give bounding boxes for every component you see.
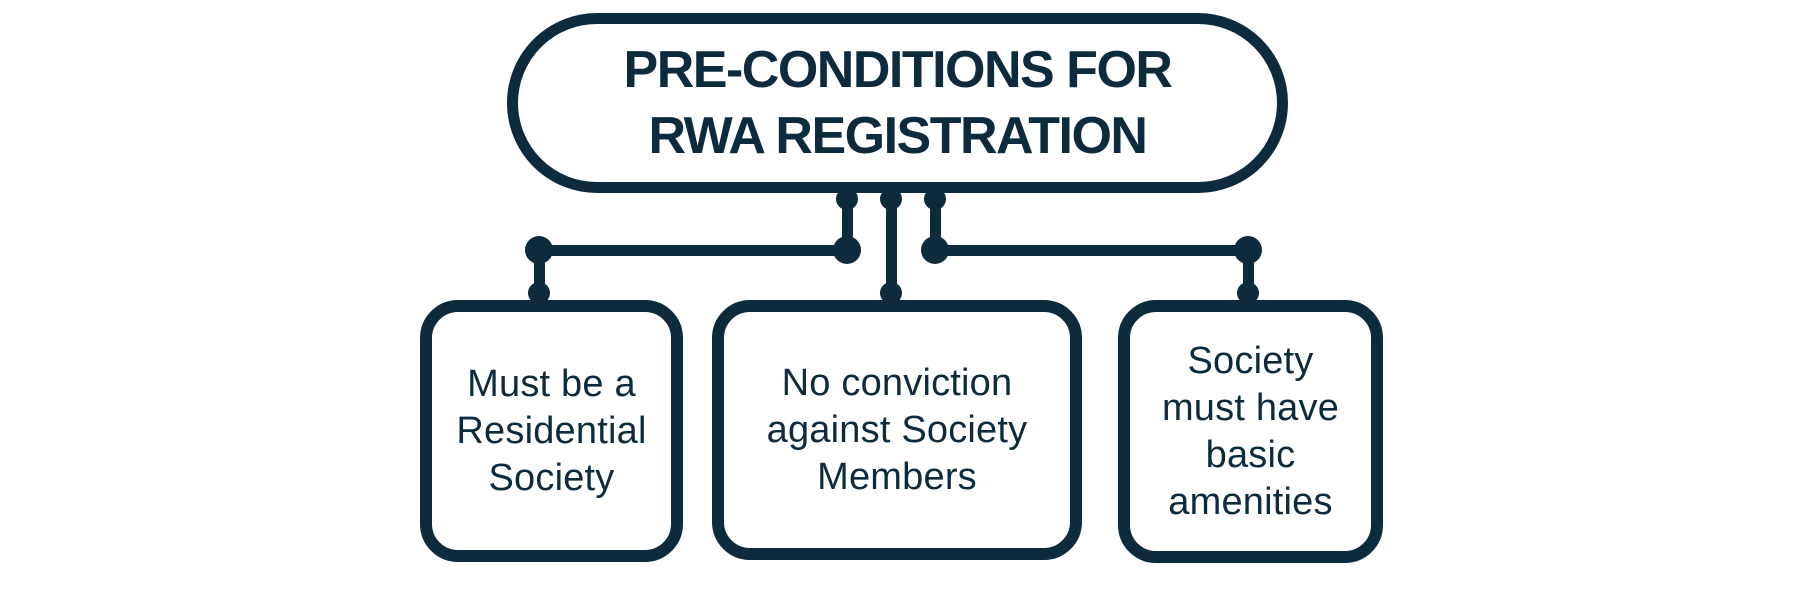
connector-dot-icon	[836, 188, 858, 210]
connector-stub-center	[886, 188, 897, 306]
junction-dot-icon	[921, 236, 949, 264]
connector-dot-icon	[880, 282, 902, 304]
connector-dot-icon	[528, 282, 550, 304]
condition-card-label: Must be a Residential Society	[456, 362, 647, 499]
connector-rail-left	[539, 245, 847, 256]
connector-dot-icon	[1237, 282, 1259, 304]
junction-dot-icon	[833, 236, 861, 264]
condition-card-basic-amenities: Society must have basic amenities	[1118, 300, 1383, 563]
connector-stub-right	[930, 188, 941, 256]
condition-card-residential-society: Must be a Residential Society	[420, 300, 683, 562]
condition-card-label: No conviction against Society Members	[766, 361, 1028, 498]
connector-dot-icon	[924, 188, 946, 210]
diagram-title: PRE-CONDITIONS FOR RWA REGISTRATION	[623, 41, 1173, 165]
title-pill: PRE-CONDITIONS FOR RWA REGISTRATION	[507, 13, 1288, 193]
connector-drop-left	[534, 250, 545, 302]
connector-stub-left	[842, 188, 853, 256]
junction-dot-icon	[525, 236, 553, 264]
connector-rail-right	[935, 245, 1248, 256]
junction-dot-icon	[1234, 236, 1262, 264]
connector-drop-right	[1243, 250, 1254, 302]
connector-dot-icon	[880, 188, 902, 210]
condition-card-no-conviction: No conviction against Society Members	[712, 300, 1082, 560]
condition-card-label: Society must have basic amenities	[1161, 339, 1340, 523]
